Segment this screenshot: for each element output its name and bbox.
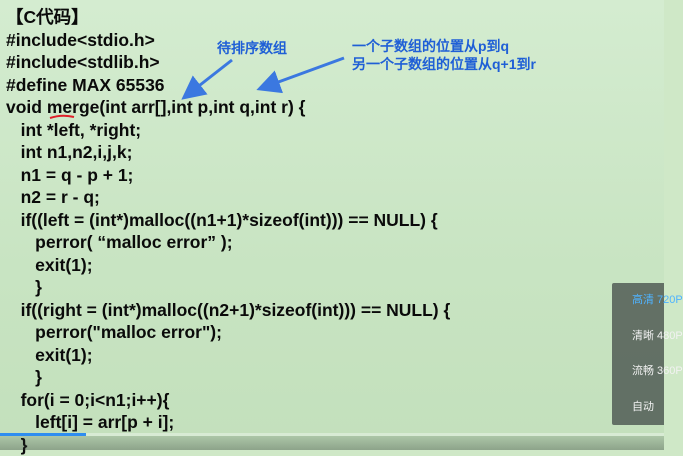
code-line: 【C代码】 xyxy=(6,6,450,29)
code-line: int *left, *right; xyxy=(6,119,450,142)
code-line: perror("malloc error"); xyxy=(6,321,450,344)
quality-menu: 高清 720P 清晰 480P 流畅 360P 自动 xyxy=(612,283,664,425)
code-line: } xyxy=(6,366,450,389)
quality-option-auto[interactable]: 自动 xyxy=(612,390,664,426)
quality-option-480p[interactable]: 清晰 480P xyxy=(612,319,664,355)
code-line: exit(1); xyxy=(6,344,450,367)
code-line: if((right = (int*)malloc((n2+1)*sizeof(i… xyxy=(6,299,450,322)
subarray-annotation-line2: 另一个子数组的位置从q+1到r xyxy=(352,55,536,73)
code-line: #define MAX 65536 xyxy=(6,74,450,97)
code-block: 【C代码】#include<stdio.h>#include<stdlib.h>… xyxy=(6,6,450,456)
code-line: if((left = (int*)malloc((n1+1)*sizeof(in… xyxy=(6,209,450,232)
player-control-bar xyxy=(0,436,664,450)
code-line: int n1,n2,i,j,k; xyxy=(6,141,450,164)
code-line: } xyxy=(6,276,450,299)
quality-option-360p[interactable]: 流畅 360P xyxy=(612,354,664,390)
subarray-annotation-line1: 一个子数组的位置从p到q xyxy=(352,37,536,55)
quality-option-720p[interactable]: 高清 720P xyxy=(612,283,664,319)
code-line: for(i = 0;i<n1;i++){ xyxy=(6,389,450,412)
code-line: perror( “malloc error” ); xyxy=(6,231,450,254)
code-line: n2 = r - q; xyxy=(6,186,450,209)
subarray-annotation: 一个子数组的位置从p到q 另一个子数组的位置从q+1到r xyxy=(352,37,536,73)
code-line: n1 = q - p + 1; xyxy=(6,164,450,187)
code-line: exit(1); xyxy=(6,254,450,277)
slide-content: 【C代码】#include<stdio.h>#include<stdlib.h>… xyxy=(0,0,664,450)
array-annotation: 待排序数组 xyxy=(217,38,287,58)
code-line: left[i] = arr[p + i]; xyxy=(6,411,450,434)
code-line: void merge(int arr[],int p,int q,int r) … xyxy=(6,96,450,119)
